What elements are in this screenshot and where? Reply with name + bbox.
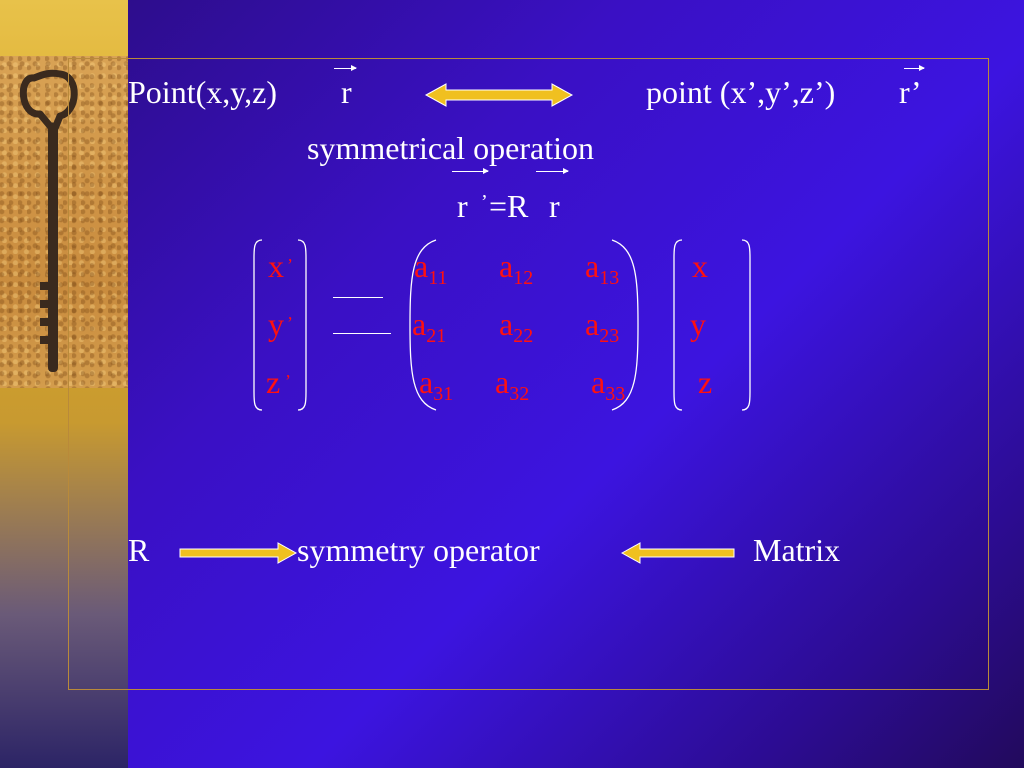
vector-r-prime: r’ xyxy=(899,74,922,110)
vector-arrow-r xyxy=(334,65,357,71)
equation-prime: ’ xyxy=(481,191,488,213)
point-left: Point(x,y,z) xyxy=(128,74,278,110)
point-right: point (x’,y’,z’) xyxy=(646,74,836,110)
coef-33: a33 xyxy=(591,364,626,405)
coef-13: a13 xyxy=(585,248,620,289)
bottom-symmetry-operator: symmetry operator xyxy=(297,532,540,568)
lhs-y: y xyxy=(268,306,284,342)
double-arrow-icon xyxy=(424,83,574,107)
lhs-x-prime: ’ xyxy=(287,255,293,275)
rhs-x: x xyxy=(692,248,708,284)
coef-22: a22 xyxy=(499,306,534,347)
bracket-lhs xyxy=(253,239,307,411)
bracket-coefficients xyxy=(409,239,639,411)
bracket-rhs xyxy=(673,239,751,411)
matrix-equals-bottom xyxy=(333,333,391,334)
coef-11: a11 xyxy=(414,248,448,289)
coef-21: a21 xyxy=(412,306,447,347)
key-photo xyxy=(0,56,128,388)
rhs-y: y xyxy=(690,306,706,342)
vector-arrow-eq-left xyxy=(452,168,489,174)
lhs-x: x xyxy=(268,248,284,284)
content-frame xyxy=(68,58,989,690)
bottom-R: R xyxy=(128,532,150,568)
coef-31: a31 xyxy=(419,364,454,405)
rhs-z: z xyxy=(698,364,713,400)
lhs-y-prime: ’ xyxy=(287,313,293,333)
coef-12: a12 xyxy=(499,248,534,289)
lhs-z-prime: ’ xyxy=(285,371,291,391)
bottom-matrix: Matrix xyxy=(753,532,841,568)
coef-23: a23 xyxy=(585,306,620,347)
vector-r: r xyxy=(341,74,352,110)
coef-32: a32 xyxy=(495,364,530,405)
right-arrow-icon xyxy=(179,542,298,564)
equation-r-right: r xyxy=(549,188,560,224)
key-icon xyxy=(19,69,78,372)
equation-equals-R: =R xyxy=(489,188,529,224)
vector-arrow-r-prime xyxy=(904,65,925,71)
symmetrical-operation: symmetrical operation xyxy=(307,130,595,166)
lhs-z: z xyxy=(266,364,281,400)
matrix-equals-top xyxy=(333,297,383,298)
left-arrow-icon xyxy=(620,542,735,564)
vector-arrow-eq-right xyxy=(536,168,569,174)
equation-r-left: r xyxy=(457,188,468,224)
